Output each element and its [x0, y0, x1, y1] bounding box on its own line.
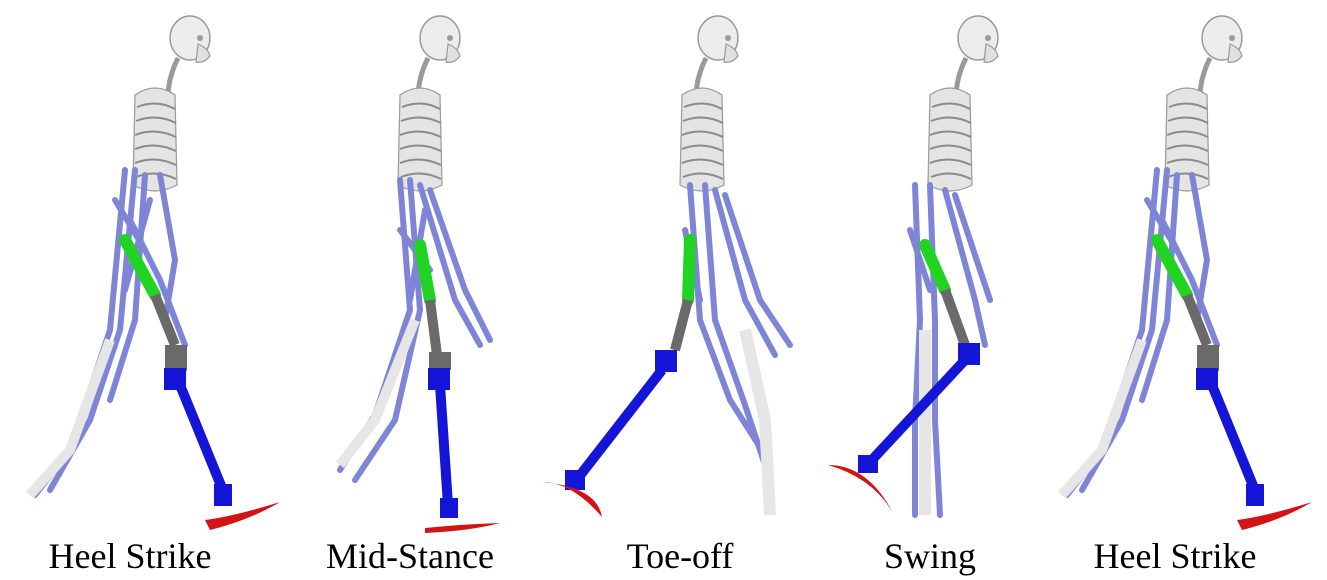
prosthetic-foot: [425, 523, 500, 533]
socket: [945, 290, 965, 345]
socket: [430, 300, 437, 355]
knee-joint: [429, 352, 451, 370]
intact-leg-bone: [30, 340, 110, 495]
muscle-bundle: [685, 185, 790, 480]
intact-leg-bone: [1062, 340, 1142, 495]
ankle: [440, 498, 458, 518]
figure-heel-strike-2: [1062, 16, 1312, 530]
pylon: [578, 370, 662, 478]
pylon: [180, 385, 222, 488]
muscle-bundle: [35, 170, 185, 495]
figure-toe-off: [542, 16, 790, 517]
knee-joint: [1197, 345, 1219, 371]
pylon: [1212, 385, 1254, 488]
skull: [1202, 16, 1242, 62]
phase-label-swing: Swing: [820, 534, 1040, 578]
ankle: [214, 484, 232, 506]
ankle: [1246, 484, 1264, 506]
figure-mid-stance: [340, 16, 500, 533]
phase-label-heel-strike: Heel Strike: [20, 534, 240, 578]
rib-cage: [133, 88, 177, 191]
hip-muscle: [688, 240, 690, 300]
rib-cage: [928, 88, 972, 191]
prosthetic-foot: [205, 502, 280, 530]
knee-joint: [165, 345, 187, 371]
pylon: [440, 385, 448, 505]
rib-cage: [398, 88, 442, 191]
skull: [958, 16, 998, 62]
figure-swing: [828, 16, 998, 515]
skull: [170, 16, 210, 62]
rib-cage: [1165, 88, 1209, 191]
rib-cage: [680, 88, 724, 191]
socket: [675, 300, 688, 350]
figure-heel-strike-1: [30, 16, 280, 530]
phase-label-heel-strike-final: Heel Strike: [1065, 534, 1285, 578]
phase-label-mid-stance: Mid-Stance: [300, 534, 520, 578]
muscle-bundle: [1067, 170, 1217, 495]
skull: [698, 16, 738, 62]
skull: [420, 16, 460, 62]
phase-label-toe-off: Toe-off: [570, 534, 790, 578]
prosthetic-foot: [1237, 502, 1312, 530]
ankle: [858, 455, 878, 473]
